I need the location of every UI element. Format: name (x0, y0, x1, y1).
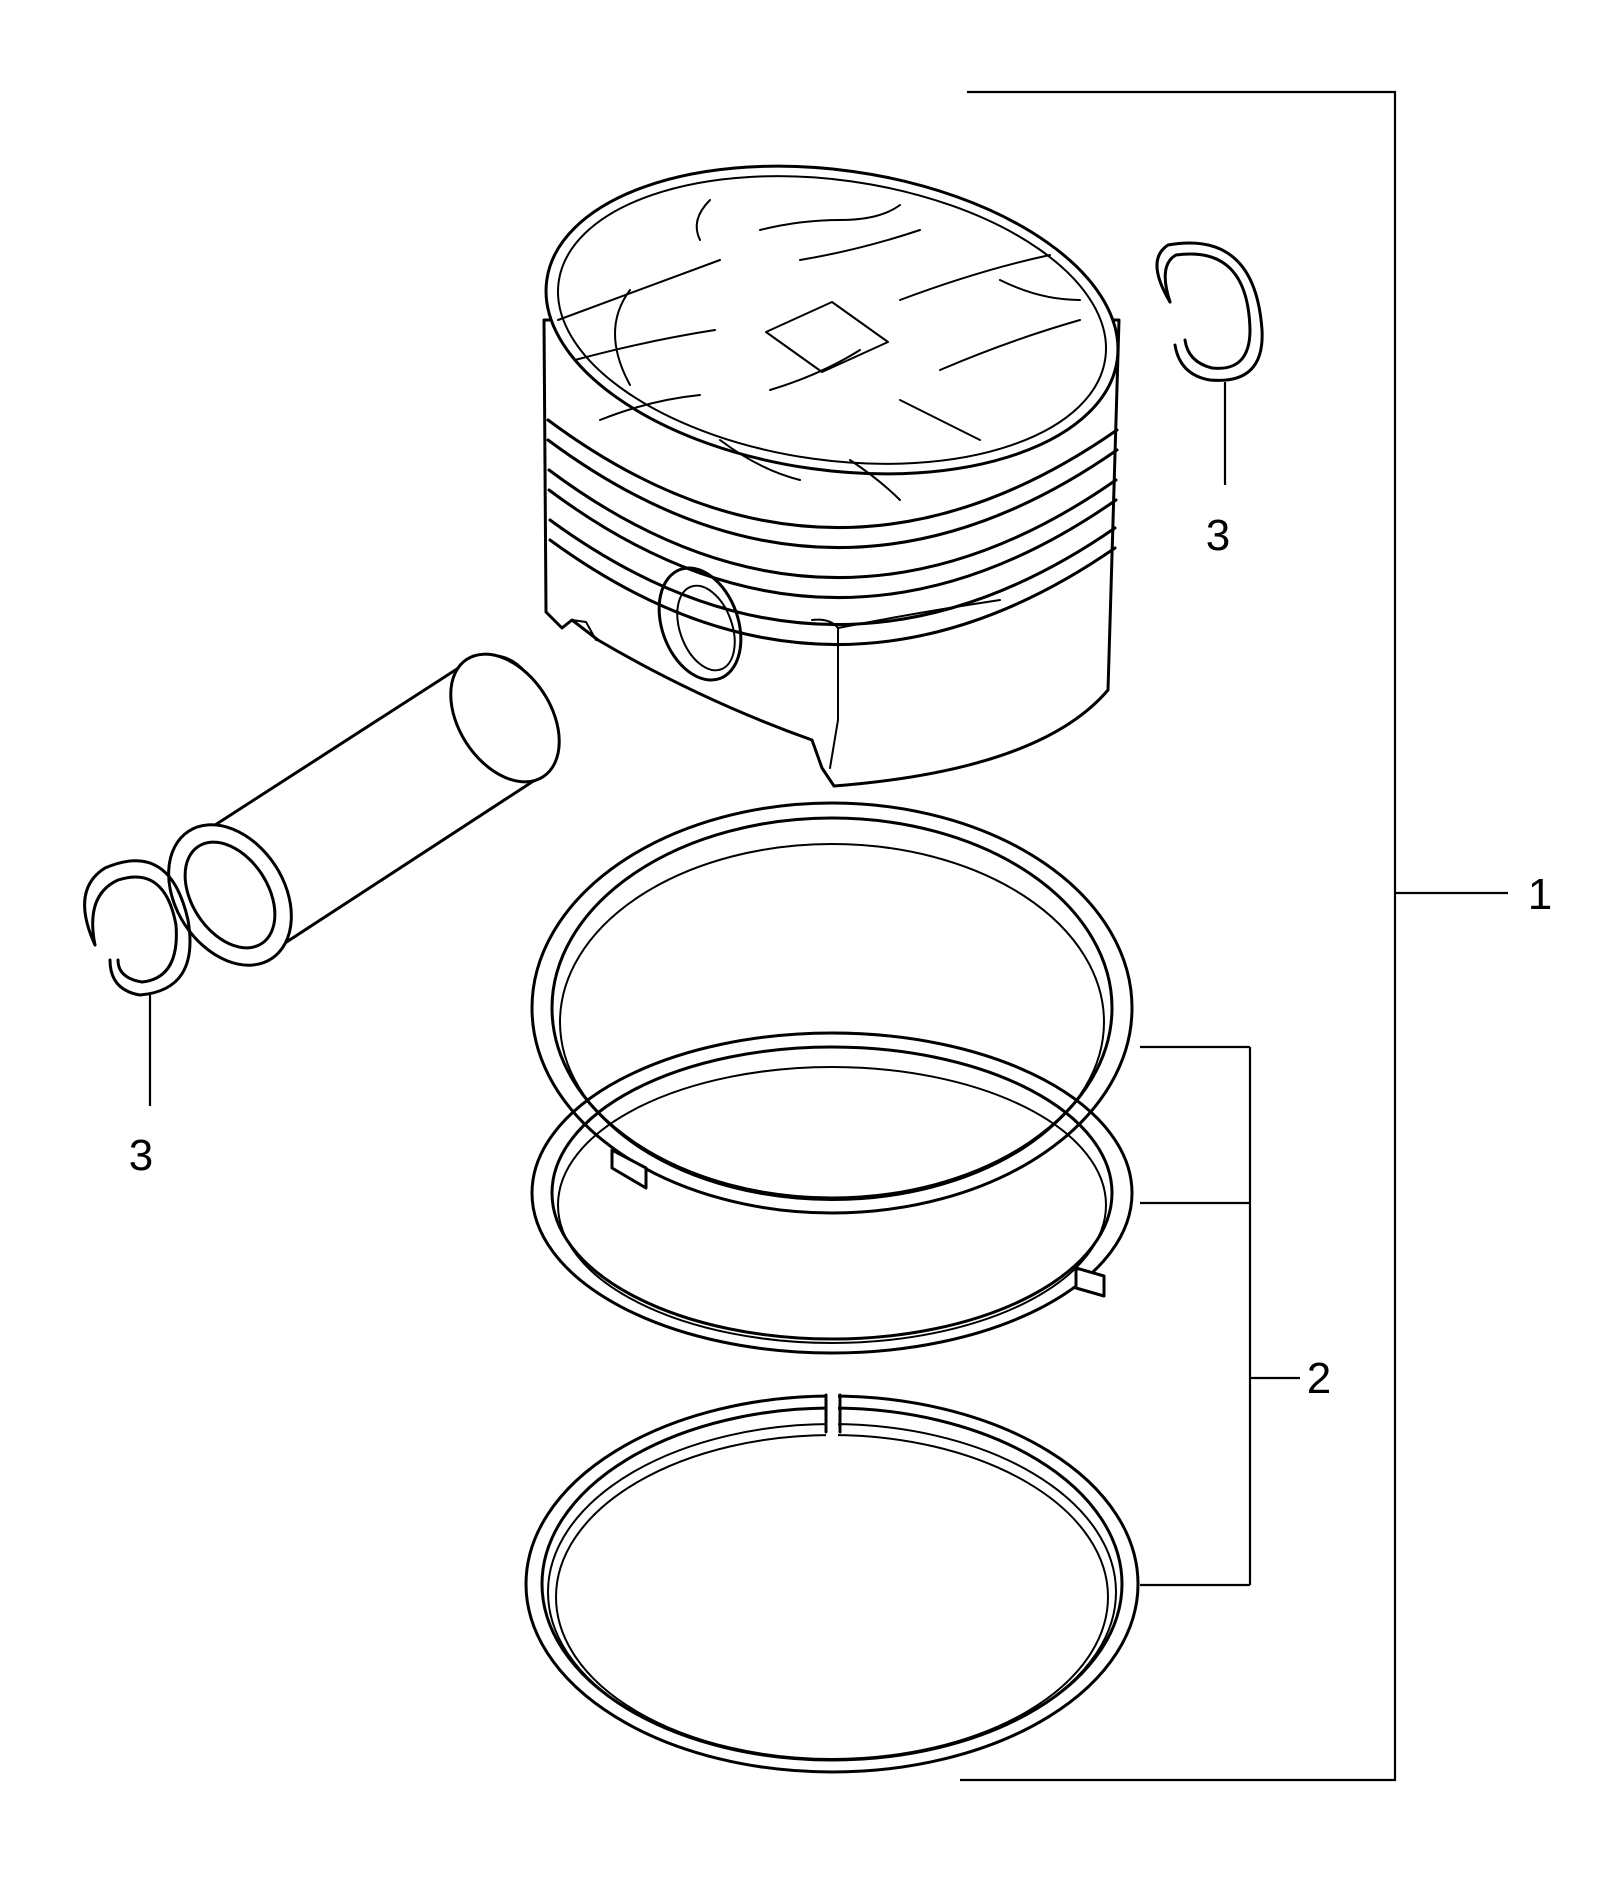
callout-rings: 2 (1307, 1354, 1331, 1403)
callout-clip-left: 3 (129, 1131, 153, 1180)
snap-ring-right (1155, 241, 1264, 485)
compression-ring-second (530, 1031, 1134, 1355)
callout-clip-right: 3 (1206, 511, 1230, 560)
assembly-bracket (960, 90, 1508, 1782)
ring-set-bracket (1140, 1045, 1300, 1587)
oil-control-ring (524, 1392, 1140, 1774)
piston (542, 164, 1121, 788)
callout-assembly: 1 (1528, 870, 1552, 919)
snap-ring-left (83, 859, 192, 1106)
compression-ring-top (530, 801, 1134, 1215)
piston-pin (167, 652, 561, 967)
